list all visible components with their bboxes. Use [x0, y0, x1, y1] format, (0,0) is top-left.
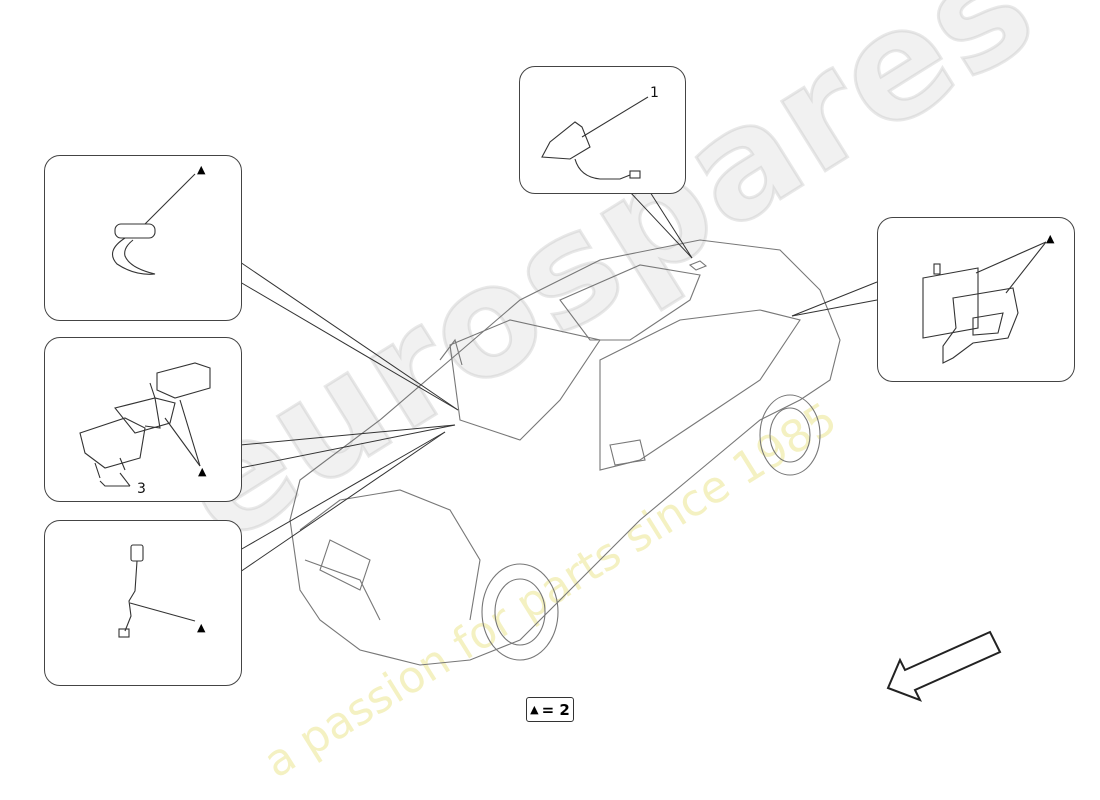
- mounting-plate-icon: [922, 241, 1047, 364]
- callout-control-module: ▲ 3: [44, 337, 242, 502]
- callout-interior-antenna: ▲: [44, 155, 242, 321]
- triangle-marker: ▲: [198, 465, 207, 478]
- triangle-marker: ▲: [530, 703, 539, 716]
- callout-label-3: 3: [137, 481, 146, 497]
- triangle-marker: ▲: [197, 163, 206, 176]
- callout-rear-module: ▲: [877, 217, 1075, 382]
- module-bracket-icon: [79, 362, 211, 487]
- antenna-lead-icon: [118, 544, 196, 638]
- callout-label-1: 1: [650, 85, 659, 101]
- quantity-legend: ▲ = 2: [526, 697, 574, 722]
- legend-text: = 2: [541, 700, 570, 719]
- antenna-cable-icon: [111, 173, 196, 275]
- callout-gps-antenna: ▲: [44, 520, 242, 686]
- shark-fin-antenna-icon: [541, 96, 649, 180]
- triangle-marker: ▲: [197, 621, 206, 634]
- triangle-marker: ▲: [1046, 232, 1055, 245]
- callout-roof-antenna: 1: [519, 66, 686, 194]
